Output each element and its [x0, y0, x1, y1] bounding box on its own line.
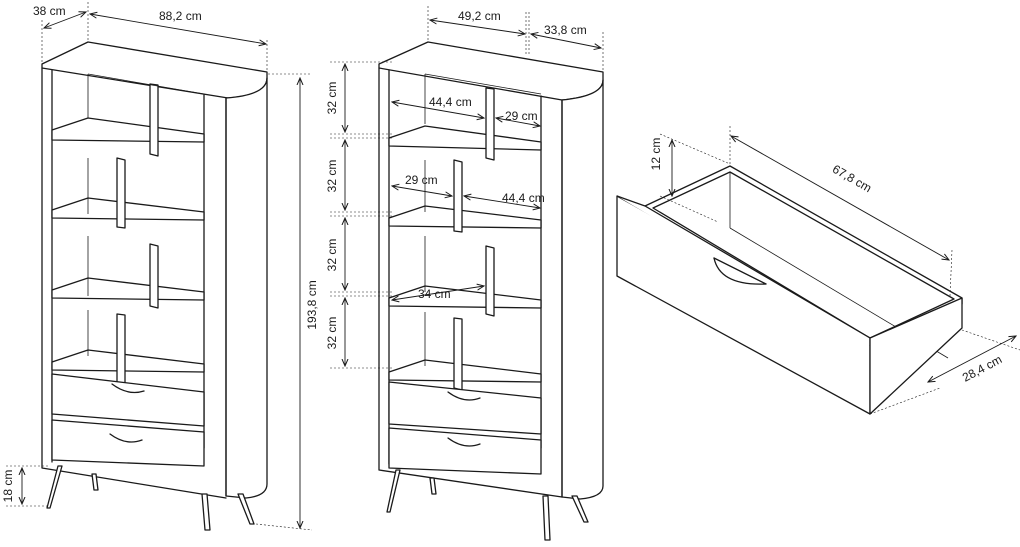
label-inner-44-4-top: 44,4 cm — [429, 95, 472, 109]
label-shelf-height-2: 32 cm — [325, 160, 339, 193]
bookcase-left — [41, 41, 268, 531]
label-width-88-2: 88,2 cm — [159, 9, 202, 23]
label-shelf-height-4: 32 cm — [325, 317, 339, 350]
label-shelf-height-1: 32 cm — [325, 82, 339, 115]
label-inner-34: 34 cm — [418, 287, 451, 301]
label-drawer-height-12: 12 cm — [649, 138, 663, 171]
label-inner-29-second: 29 cm — [405, 173, 438, 187]
label-legs-18: 18 cm — [1, 470, 15, 503]
label-inner-29-top: 29 cm — [505, 109, 538, 123]
bookcase-middle — [378, 41, 604, 541]
label-depth-38: 38 cm — [33, 4, 66, 18]
middle-dimensions: 49,2 cm 33,8 cm 32 cm 32 cm 32 cm 32 cm … — [325, 6, 604, 369]
label-height-193-8: 193,8 cm — [305, 280, 319, 329]
drawer-detail — [616, 165, 963, 415]
label-shelf-height-3: 32 cm — [325, 239, 339, 272]
left-dimensions: 38 cm 88,2 cm 193,8 cm 18 cm — [1, 0, 319, 531]
label-drawer-width-28-4: 28,4 cm — [960, 352, 1004, 384]
label-width-33-8: 33,8 cm — [544, 23, 587, 37]
label-width-49-2: 49,2 cm — [458, 9, 501, 23]
label-drawer-length-67-8: 67,8 cm — [830, 162, 874, 195]
label-inner-44-4-second: 44,4 cm — [502, 191, 545, 205]
